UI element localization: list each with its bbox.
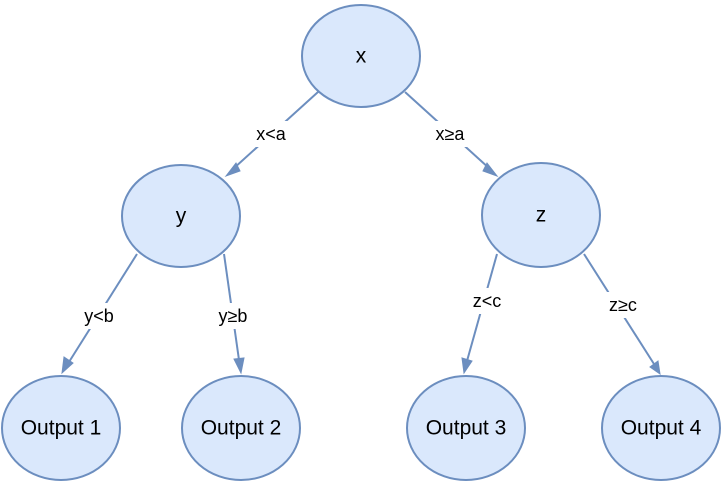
edge-label-background <box>211 303 255 329</box>
edge-y-to-output2: y≥b <box>211 253 255 375</box>
edge-label-x-lt-a: x<a <box>256 124 287 144</box>
node-ellipse <box>481 162 601 268</box>
node-z: z <box>481 162 601 268</box>
node-output-1: Output 1 <box>1 375 121 481</box>
node-y: y <box>121 164 241 268</box>
edge-label-z-ge-c: z≥c <box>609 295 637 315</box>
node-ellipse <box>121 164 241 268</box>
node-label-output-4: Output 4 <box>621 417 702 440</box>
node-ellipse <box>1 375 121 481</box>
edge-label-background <box>249 121 293 147</box>
node-output-4: Output 4 <box>601 375 721 481</box>
edge-z-to-output4: z≥c <box>583 253 661 376</box>
node-ellipse <box>601 375 721 481</box>
arrowhead-icon <box>461 357 473 375</box>
arrowhead-icon <box>233 357 245 375</box>
node-x: x <box>301 4 421 108</box>
node-output-3: Output 3 <box>406 375 526 481</box>
node-label-output-3: Output 3 <box>426 417 507 440</box>
node-ellipse <box>406 375 526 481</box>
arrowhead-icon <box>61 356 74 375</box>
edge-label-y-ge-b: y≥b <box>219 306 248 326</box>
node-ellipse <box>301 4 421 108</box>
edge-label-background <box>465 288 509 314</box>
edge-label-z-lt-c: z<c <box>473 291 502 311</box>
node-label-y: y <box>176 205 187 228</box>
edge-z-to-output3: z<c <box>461 253 509 375</box>
arrowhead-icon <box>224 162 241 178</box>
edge-label-background <box>428 121 472 147</box>
edge-label-x-ge-a: x≥a <box>436 124 466 144</box>
node-label-output-1: Output 1 <box>21 417 102 440</box>
edge-x-to-y: x<a <box>224 91 319 178</box>
node-ellipse <box>181 375 301 481</box>
edge-label-background <box>78 303 122 329</box>
node-label-x: x <box>356 45 367 68</box>
node-output-2: Output 2 <box>181 375 301 481</box>
edge-x-to-z: x≥a <box>404 91 499 178</box>
edge-y-to-output1: y<b <box>61 253 138 375</box>
node-label-z: z <box>536 204 547 227</box>
node-label-output-2: Output 2 <box>201 417 282 440</box>
edge-label-y-lt-b: y<b <box>84 306 114 326</box>
arrowhead-icon <box>649 360 661 376</box>
arrowhead-icon <box>482 162 499 178</box>
edge-label-background <box>601 292 645 318</box>
